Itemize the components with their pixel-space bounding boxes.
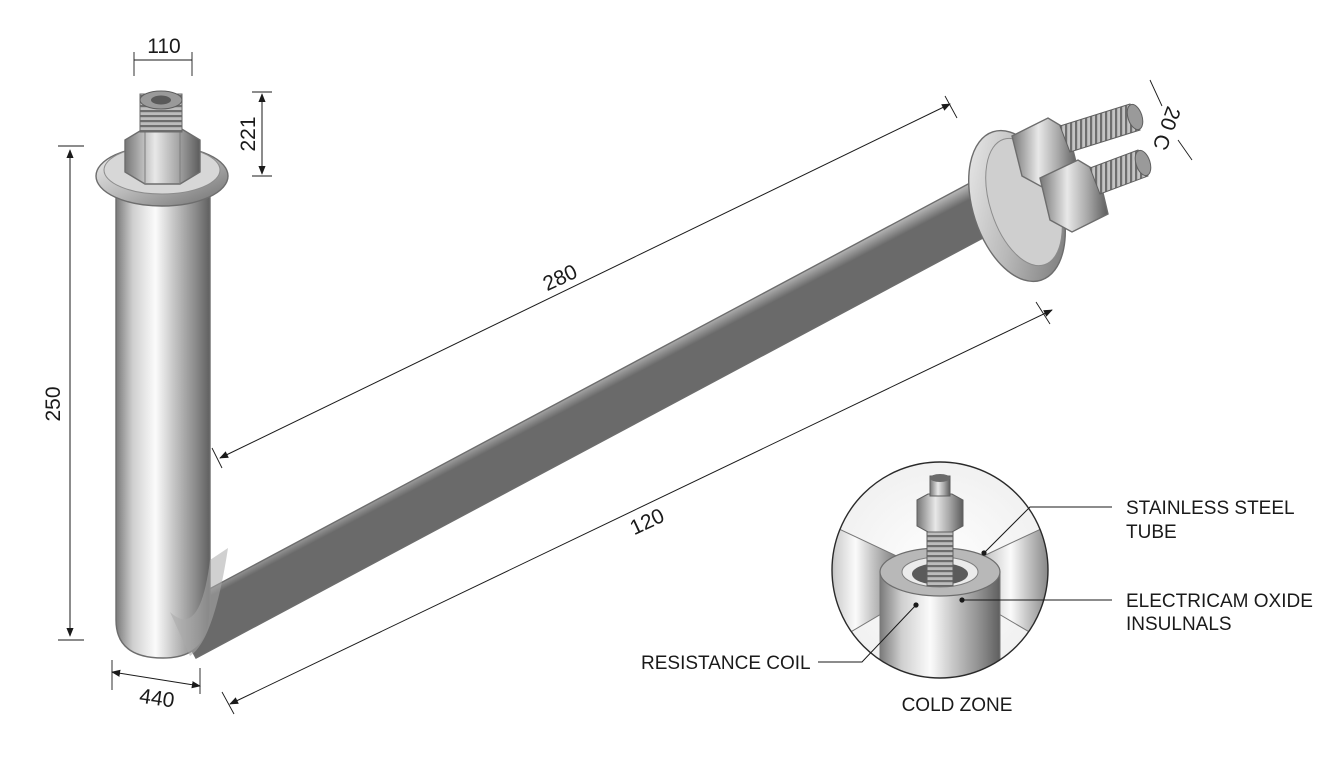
dim-top-width: 110 bbox=[147, 35, 180, 58]
terminal-threaded-stud-upper bbox=[1059, 103, 1141, 153]
vertical-tube-section bbox=[115, 194, 211, 659]
callout-stainless-line1: STAINLESS STEEL bbox=[1126, 498, 1295, 519]
top-fitting bbox=[95, 90, 229, 207]
dim-line-base-width bbox=[111, 669, 201, 689]
dim-nut-height: 221 bbox=[237, 116, 260, 151]
callout-leaders bbox=[818, 506, 1112, 663]
dim-vertical-length: 250 bbox=[42, 386, 65, 421]
terminal-end bbox=[968, 103, 1152, 283]
dim-terminal-spacing: 20 C bbox=[1148, 103, 1185, 153]
callout-oxide-line2: INSULNALS bbox=[1126, 614, 1232, 635]
terminal-threaded-stud-lower bbox=[1089, 149, 1149, 195]
callout-labels: STAINLESS STEEL TUBE ELECTRICAM OXIDE IN… bbox=[641, 498, 1313, 716]
terminal-hex-nut-lower bbox=[1039, 159, 1109, 233]
leader-stainless bbox=[983, 506, 1112, 554]
callout-oxide-line1: ELECTRICAM OXIDE bbox=[1126, 591, 1313, 612]
dim-long-upper: 280 bbox=[540, 260, 581, 296]
inset-hex-nut bbox=[916, 493, 964, 533]
detail-inset bbox=[831, 461, 1049, 679]
dimension-lines bbox=[58, 52, 1193, 715]
callout-resistance-coil: RESISTANCE COIL bbox=[641, 653, 811, 674]
dim-line-long-lower bbox=[229, 309, 1053, 705]
callout-cold-zone: COLD ZONE bbox=[902, 695, 1013, 716]
inset-circle-border bbox=[831, 461, 1049, 679]
callout-stainless-line2: TUBE bbox=[1126, 522, 1177, 543]
dim-base-width: 440 bbox=[138, 685, 176, 713]
top-hex-nut bbox=[124, 127, 201, 185]
leader-resistance bbox=[818, 604, 917, 663]
bend-shade bbox=[170, 548, 228, 656]
dim-long-lower: 120 bbox=[627, 504, 668, 540]
